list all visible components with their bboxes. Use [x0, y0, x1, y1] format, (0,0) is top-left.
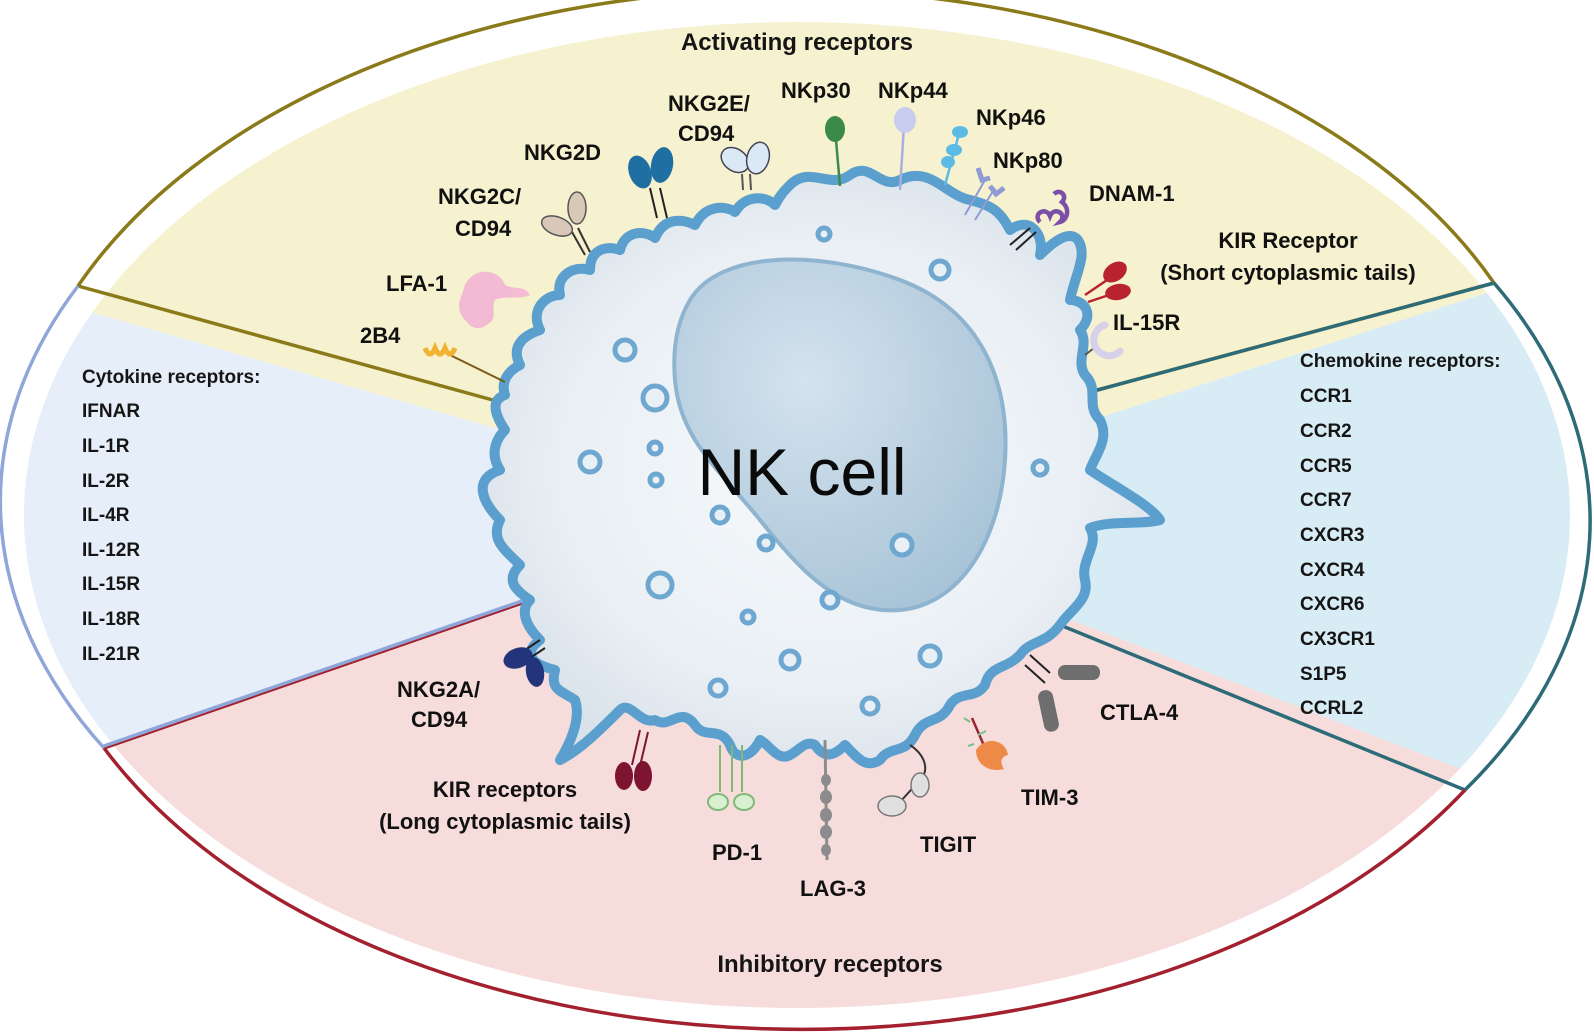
chemokine-item: CXCR3 [1300, 525, 1364, 546]
cytokine-item: IL-4R [82, 505, 130, 526]
label-nkg2d: NKG2D [524, 140, 601, 165]
cytokine-item: IL-18R [82, 609, 140, 630]
cytokine-item: IL-21R [82, 644, 140, 665]
receptor-nkg2e-icon [720, 141, 771, 191]
receptor-glyphs-activating [422, 107, 1131, 383]
chemokine-item: CCRL2 [1300, 698, 1363, 719]
receptor-2b4-icon [422, 341, 506, 383]
chemokine-item: CXCR6 [1300, 594, 1364, 615]
activating-labels: Activating receptors 2B4 LFA-1 NKG2C/ CD… [360, 29, 1416, 348]
activating-section-title: Activating receptors [681, 29, 913, 56]
label-nkg2c-line2: CD94 [455, 216, 512, 241]
chemokine-item: CCR1 [1300, 386, 1352, 407]
cytokine-item: IFNAR [82, 401, 140, 422]
label-dnam1: DNAM-1 [1089, 181, 1175, 206]
label-kir-short-line1: KIR Receptor [1218, 228, 1358, 253]
label-nkp80: NKp80 [993, 148, 1063, 173]
chemokine-item: CX3CR1 [1300, 629, 1375, 650]
chemokine-item: CXCR4 [1300, 560, 1365, 581]
label-nkg2a-line2: CD94 [411, 707, 468, 732]
chemokine-list: Chemokine receptors: CCR1 CCR2 CCR5 CCR7… [1300, 351, 1501, 719]
chemokine-item: CCR5 [1300, 456, 1352, 477]
receptor-ctla4-icon [1024, 654, 1100, 732]
label-ctla4: CTLA-4 [1100, 700, 1179, 725]
label-nkp30: NKp30 [781, 78, 851, 103]
cytokine-section-title: Cytokine receptors: [82, 367, 260, 388]
label-lfa1: LFA-1 [386, 271, 447, 296]
vesicles [577, 225, 1050, 717]
cytokine-item: IL-2R [82, 471, 130, 492]
chemokine-border [1059, 281, 1592, 792]
receptor-tim3-icon [963, 717, 1008, 771]
cytokine-item: IL-1R [82, 436, 130, 457]
label-nkg2a-line1: NKG2A/ [397, 677, 480, 702]
receptor-il15r-icon [1084, 321, 1124, 360]
inhibitory-labels: NKG2A/ CD94 KIR receptors (Long cytoplas… [379, 677, 1179, 978]
receptor-glyphs-inhibitory [503, 639, 1100, 861]
receptor-lag3-icon [820, 739, 832, 861]
cytokine-list: Cytokine receptors: IFNAR IL-1R IL-2R IL… [82, 367, 260, 665]
cytokine-item: IL-12R [82, 540, 140, 561]
receptor-nkp80-icon [964, 167, 1006, 221]
chemokine-item: CCR7 [1300, 490, 1352, 511]
receptor-nkp30-icon [825, 116, 845, 187]
cytokine-sector [24, 280, 797, 785]
receptor-tigit-icon [877, 744, 930, 817]
inhibitory-border [102, 593, 1467, 1032]
label-nkp46: NKp46 [976, 105, 1046, 130]
cytokine-border [0, 284, 546, 750]
receptor-nkg2a-icon [503, 639, 546, 687]
label-nkg2e-line2: CD94 [678, 121, 735, 146]
receptor-kir-short-icon [1084, 261, 1131, 304]
receptor-nkg2c-icon [540, 191, 591, 256]
chemokine-item: CCR2 [1300, 421, 1352, 442]
nk-cell: NK cell [477, 165, 1165, 769]
activating-border [76, 0, 1497, 404]
label-nkg2c-line1: NKG2C/ [438, 184, 521, 209]
receptor-nkg2d-icon [628, 147, 674, 219]
receptor-kir-long-icon [615, 729, 652, 791]
inhibitory-sector [24, 515, 1570, 1008]
cytokine-item: IL-15R [82, 574, 140, 595]
inhibitory-section-title: Inhibitory receptors [717, 951, 942, 978]
receptor-lfa1-icon [459, 271, 530, 328]
label-kir-short-line2: (Short cytoplasmic tails) [1160, 260, 1416, 285]
label-lag3: LAG-3 [800, 876, 866, 901]
label-pd1: PD-1 [712, 840, 762, 865]
label-nkp44: NKp44 [878, 78, 948, 103]
cell-label: NK cell [697, 435, 906, 509]
chemokine-item: S1P5 [1300, 664, 1347, 685]
label-tigit: TIGIT [920, 832, 977, 857]
nucleus [672, 257, 1008, 613]
label-kir-long-line1: KIR receptors [433, 777, 577, 802]
receptor-pd1-icon [707, 745, 755, 811]
label-il15r: IL-15R [1113, 310, 1180, 335]
receptor-nkp44-icon [894, 107, 916, 191]
chemokine-section-title: Chemokine receptors: [1300, 351, 1501, 372]
label-2b4: 2B4 [360, 323, 401, 348]
receptor-dnam1-icon [1009, 189, 1070, 251]
label-nkg2e-line1: NKG2E/ [668, 91, 750, 116]
receptor-nkp46-icon [941, 126, 968, 186]
label-kir-long-line2: (Long cytoplasmic tails) [379, 809, 631, 834]
label-tim3: TIM-3 [1021, 785, 1078, 810]
chemokine-sector [797, 250, 1570, 830]
